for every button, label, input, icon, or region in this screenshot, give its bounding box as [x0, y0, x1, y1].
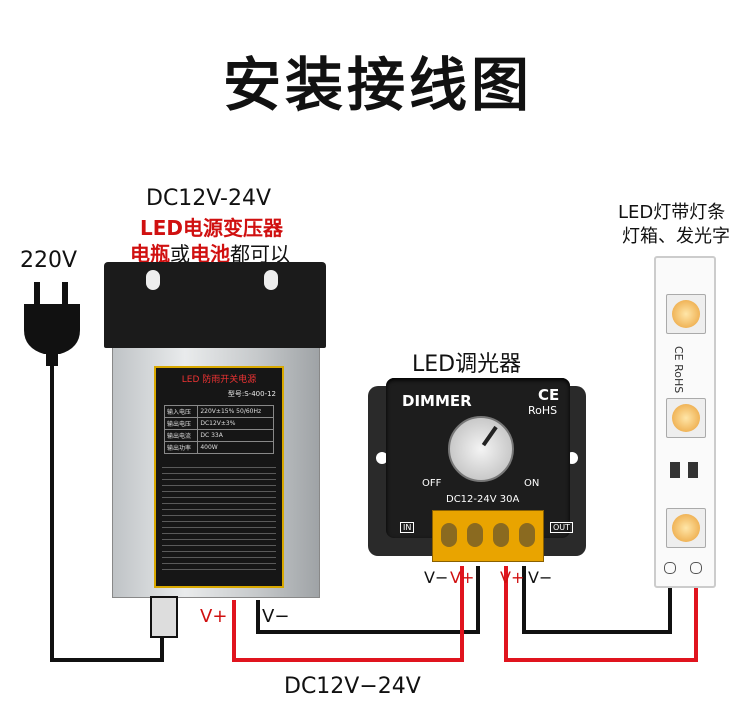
dimmer-terminal-block	[432, 510, 544, 562]
led-chip	[666, 398, 706, 438]
psu-mains-terminal	[150, 596, 178, 638]
resistor-icon	[670, 462, 680, 478]
dimmer-in-vminus: V−	[424, 568, 449, 587]
solder-pad-icon	[690, 562, 702, 574]
ce-mark: CE	[538, 386, 560, 404]
strip-cert: CE RoHS	[672, 346, 685, 394]
resistor-icon	[688, 462, 698, 478]
wire-strip-vminus	[522, 566, 672, 634]
led-strip: CE RoHS	[654, 256, 716, 588]
rohs-mark: RoHS	[528, 404, 558, 417]
psu-label-title: LED 防雨开关电源	[181, 375, 257, 385]
psu-vplus-label: V+	[200, 606, 228, 627]
psu-name-label: LED电源变压器	[140, 216, 284, 240]
mount-hole-icon	[376, 452, 388, 464]
dimmer-brand: DIMMER	[402, 392, 472, 410]
dimmer-out-vminus: V−	[528, 568, 553, 587]
wire-strip-vplus	[504, 566, 698, 662]
dimmer-knob[interactable]	[448, 416, 514, 482]
psu-voltage-label: DC12V-24V	[146, 186, 272, 211]
led-chip	[666, 294, 706, 334]
strip-label-line2: 灯箱、发光字	[622, 226, 730, 247]
page-title: 安装接线图	[222, 51, 533, 119]
dimmer-out-label: OUT	[550, 522, 574, 533]
screw-terminal-icon	[467, 523, 483, 547]
power-plug-icon	[24, 282, 80, 366]
screw-terminal-icon	[519, 523, 535, 547]
screw-terminal-icon	[493, 523, 509, 547]
bottom-voltage-label: DC12V−24V	[284, 674, 421, 699]
mount-hole-icon	[146, 270, 160, 290]
solder-pad-icon	[664, 562, 676, 574]
mount-hole-icon	[264, 270, 278, 290]
wire-psu-vminus	[256, 566, 480, 634]
knob-off-label: OFF	[422, 478, 442, 489]
strip-label-line1: LED灯带灯条	[618, 202, 726, 223]
mains-voltage-label: 220V	[20, 248, 78, 273]
psu-vminus-label: V−	[262, 606, 290, 627]
wire-psu-vplus	[232, 566, 464, 662]
dimmer-in-vplus: V+	[450, 568, 475, 587]
dimmer-out-vplus: V+	[500, 568, 525, 587]
screw-terminal-icon	[441, 523, 457, 547]
power-supply-cap	[104, 262, 326, 348]
psu-model: 型号:S-400-12	[227, 390, 276, 398]
dimmer-label: LED调光器	[412, 352, 522, 377]
dimmer-in-label: IN	[400, 522, 415, 533]
knob-on-label: ON	[524, 478, 540, 489]
psu-fine-print	[162, 462, 276, 572]
dimmer-rating: DC12-24V 30A	[446, 494, 520, 505]
led-chip	[666, 508, 706, 548]
knob-indicator-icon	[481, 425, 498, 447]
